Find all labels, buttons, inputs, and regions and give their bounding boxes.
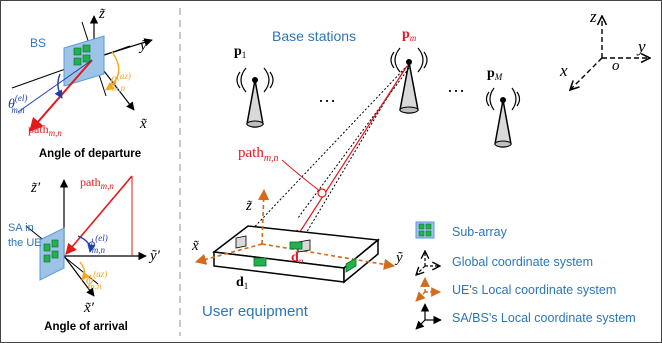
global-y-label: y: [636, 37, 646, 56]
arrival-path-label: pathm,n: [80, 175, 114, 191]
global-x-label: x: [559, 61, 568, 80]
ue-x-label: x̃: [191, 238, 199, 254]
global-axes: z y x o: [559, 7, 650, 90]
ellipsis-2: …: [447, 76, 465, 96]
propagation-paths: pathm,n: [238, 65, 410, 241]
arrival-panel: z̃′ ỹ′ x̃′ pathm,n SA in the UE ϕ(el)m,n…: [8, 175, 161, 333]
subarray-element: [51, 239, 59, 248]
user-equipment: x̃ ỹ z̃ d1 dn User equipment: [191, 188, 403, 320]
ue-subarray-green: [289, 241, 303, 250]
subarray-element: [43, 254, 51, 263]
departure-x-label: x̃: [139, 116, 147, 132]
sa-in-ue-label-line2: the UE: [8, 237, 42, 249]
subarray-element: [51, 250, 59, 259]
ue-z-axis: [258, 188, 270, 245]
antenna-tower-icon: [236, 67, 274, 128]
global-z-label: z: [589, 7, 597, 26]
ue-cs-legend-icon: [415, 277, 441, 302]
legend: Sub-array Global coordinate system UE's …: [415, 221, 636, 330]
legend-sa-bs-cs-label: SA/BS's Local coordinate system: [452, 311, 636, 325]
ue-subarray-green: [345, 257, 357, 273]
departure-projection: [17, 59, 93, 113]
ue-x-axis: [194, 243, 263, 265]
pm-label: pm: [402, 27, 417, 43]
arrival-path-arrow: [65, 175, 133, 255]
antenna-tower-icon: [390, 47, 428, 114]
sa-in-ue-label-line1: SA in: [8, 222, 34, 234]
departure-z-label: z̃: [98, 6, 105, 22]
dotted-path: [243, 67, 406, 239]
user-equipment-title: User equipment: [202, 303, 309, 320]
phi-el-arc: [77, 235, 96, 253]
phi-az-arc: [79, 261, 90, 281]
path-label-leader: [281, 159, 321, 192]
global-x-axis: [570, 57, 603, 90]
ue-subarray-box: [235, 235, 247, 249]
global-origin-label: o: [612, 58, 620, 74]
theta-az-label: θ(az)m,n: [110, 71, 131, 93]
ue-y-label: ỹ: [394, 250, 403, 266]
arrival-y-label: ỹ′: [148, 248, 161, 264]
arrival-x-label: x̃′: [83, 300, 95, 316]
arrival-z-label: z̃′: [30, 180, 41, 196]
arrival-x-axis: [63, 255, 95, 297]
ue-subarray-green: [253, 257, 267, 267]
antenna-tower-icon: [485, 87, 521, 148]
theta-el-arc: [54, 73, 63, 99]
phi-az-label: ϕ(az)m,n: [86, 269, 107, 291]
d1-label: d1: [236, 275, 248, 291]
ue-z-label: z̃: [245, 198, 252, 214]
legend-ue-cs-label: UE's Local coordinate system: [452, 283, 616, 297]
departure-y-label: ỹ: [138, 38, 147, 54]
subarray-element: [73, 47, 82, 56]
subarray-element: [82, 54, 91, 63]
base-stations: Base stations p1 … pm … pM: [234, 27, 521, 148]
theta-az-arc: [105, 51, 120, 91]
legend-subarray-label: Sub-array: [452, 225, 508, 239]
theta-el-label: θ(el)m,n: [8, 93, 27, 115]
sa-bs-cs-legend-icon: [415, 303, 442, 330]
scene-path-label: pathm,n: [238, 145, 279, 164]
red-path-arrow: [295, 65, 408, 239]
base-stations-title: Base stations: [272, 28, 356, 44]
pM-label: pM: [487, 66, 503, 82]
legend-global-cs-label: Global coordinate system: [452, 255, 593, 269]
dotted-path: [297, 67, 410, 219]
subarray-element: [73, 57, 82, 66]
phi-el-label: ϕ(el)m,n: [88, 233, 108, 255]
ellipsis-1: …: [318, 86, 336, 106]
dn-label: dn: [291, 250, 304, 266]
subarray-element: [82, 44, 91, 53]
departure-panel: BS z̃ ỹ x̃ θ(az)m,n θ(el)m,n pathm,n Ang…: [8, 6, 153, 160]
subarray-element: [43, 243, 51, 252]
bs-label: BS: [30, 36, 46, 50]
global-cs-legend-icon: [416, 251, 440, 275]
departure-path-label: pathm,n: [28, 122, 62, 138]
departure-caption: Angle of departure: [39, 148, 141, 160]
arrival-caption: Angle of arrival: [44, 321, 128, 333]
p1-label: p1: [234, 44, 246, 60]
ue-y-axis: [261, 243, 396, 270]
subarray-legend-icon: [415, 221, 435, 239]
